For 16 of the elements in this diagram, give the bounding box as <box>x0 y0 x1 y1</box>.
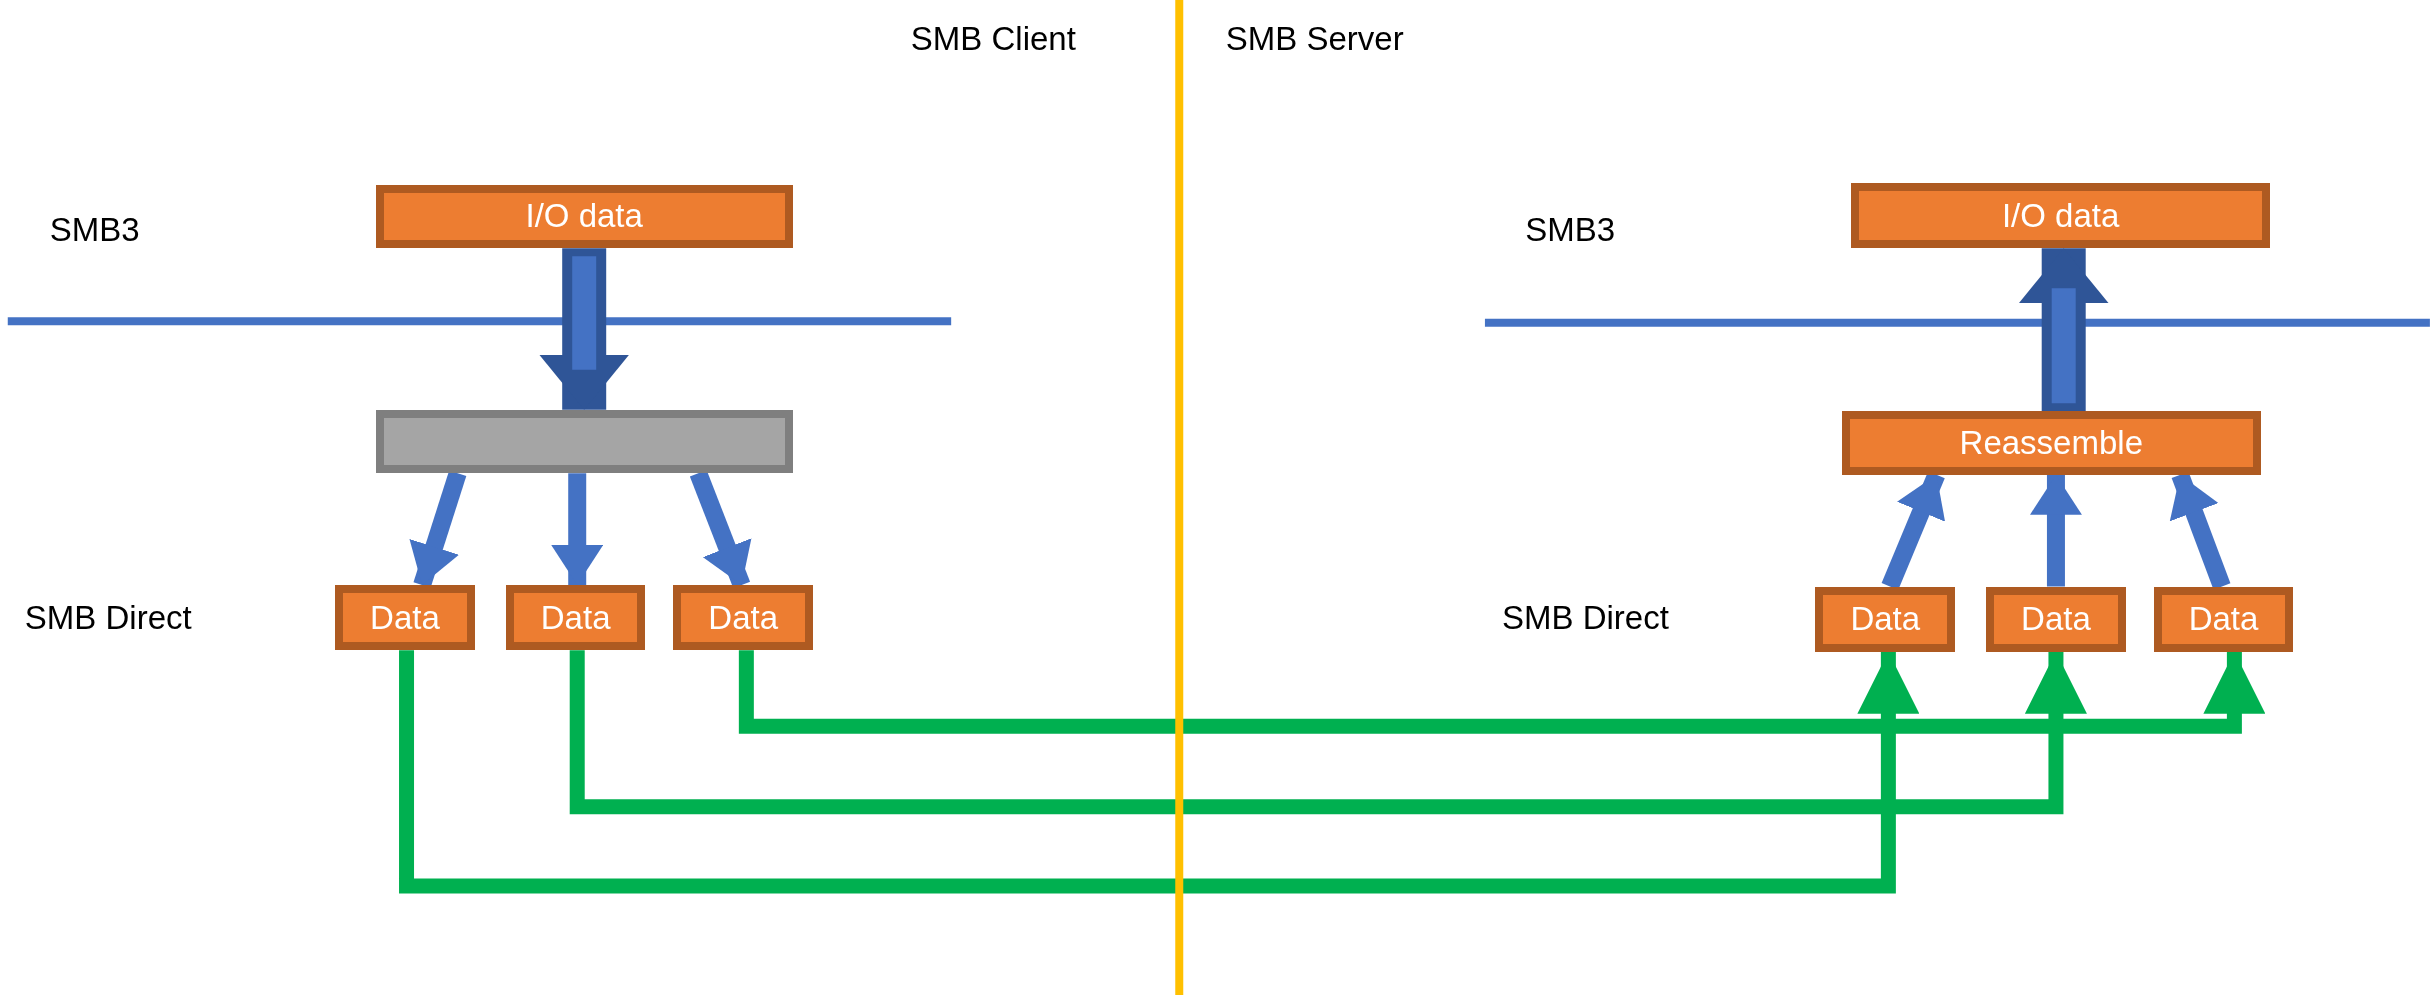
empty-bar <box>375 409 793 474</box>
process-box: Data <box>335 584 475 651</box>
layer-label: SMB Client <box>910 20 1076 59</box>
process-box: Reassemble <box>1841 411 2261 475</box>
layer-label: SMB Direct <box>1502 598 1669 637</box>
process-box: I/O data <box>1851 183 2271 249</box>
layer-label: SMB Server <box>1225 20 1404 59</box>
process-box: Data <box>673 584 814 651</box>
layer-label: SMB Direct <box>24 598 192 637</box>
layer-label: SMB3 <box>49 211 140 249</box>
layer-label: SMB3 <box>1525 211 1616 249</box>
process-box: Data <box>1986 586 2126 652</box>
process-box: Data <box>505 584 646 651</box>
process-box: Data <box>1815 586 1956 652</box>
process-box: Data <box>2153 586 2294 652</box>
process-box: I/O data <box>375 184 793 249</box>
